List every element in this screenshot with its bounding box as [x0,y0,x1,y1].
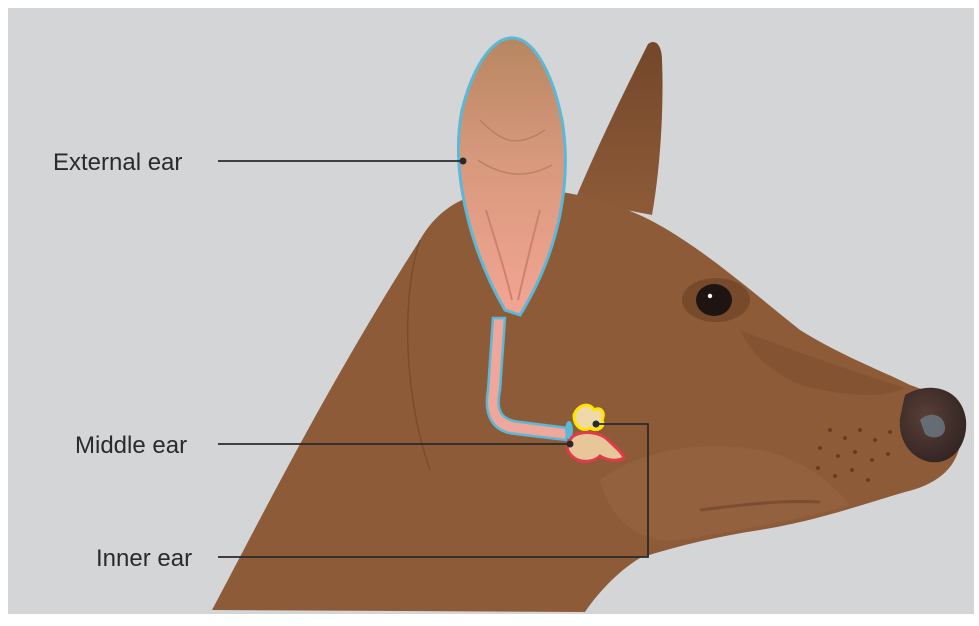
eye [696,284,732,316]
eye-highlight [708,294,712,298]
middle-ear-leader-dot [567,441,574,448]
external-ear-leader-dot [460,158,467,165]
inner-ear-leader-dot [593,421,600,428]
inner-ear-label: Inner ear [96,545,192,572]
middle-ear-label: Middle ear [75,432,187,459]
external-ear-label: External ear [53,149,182,176]
